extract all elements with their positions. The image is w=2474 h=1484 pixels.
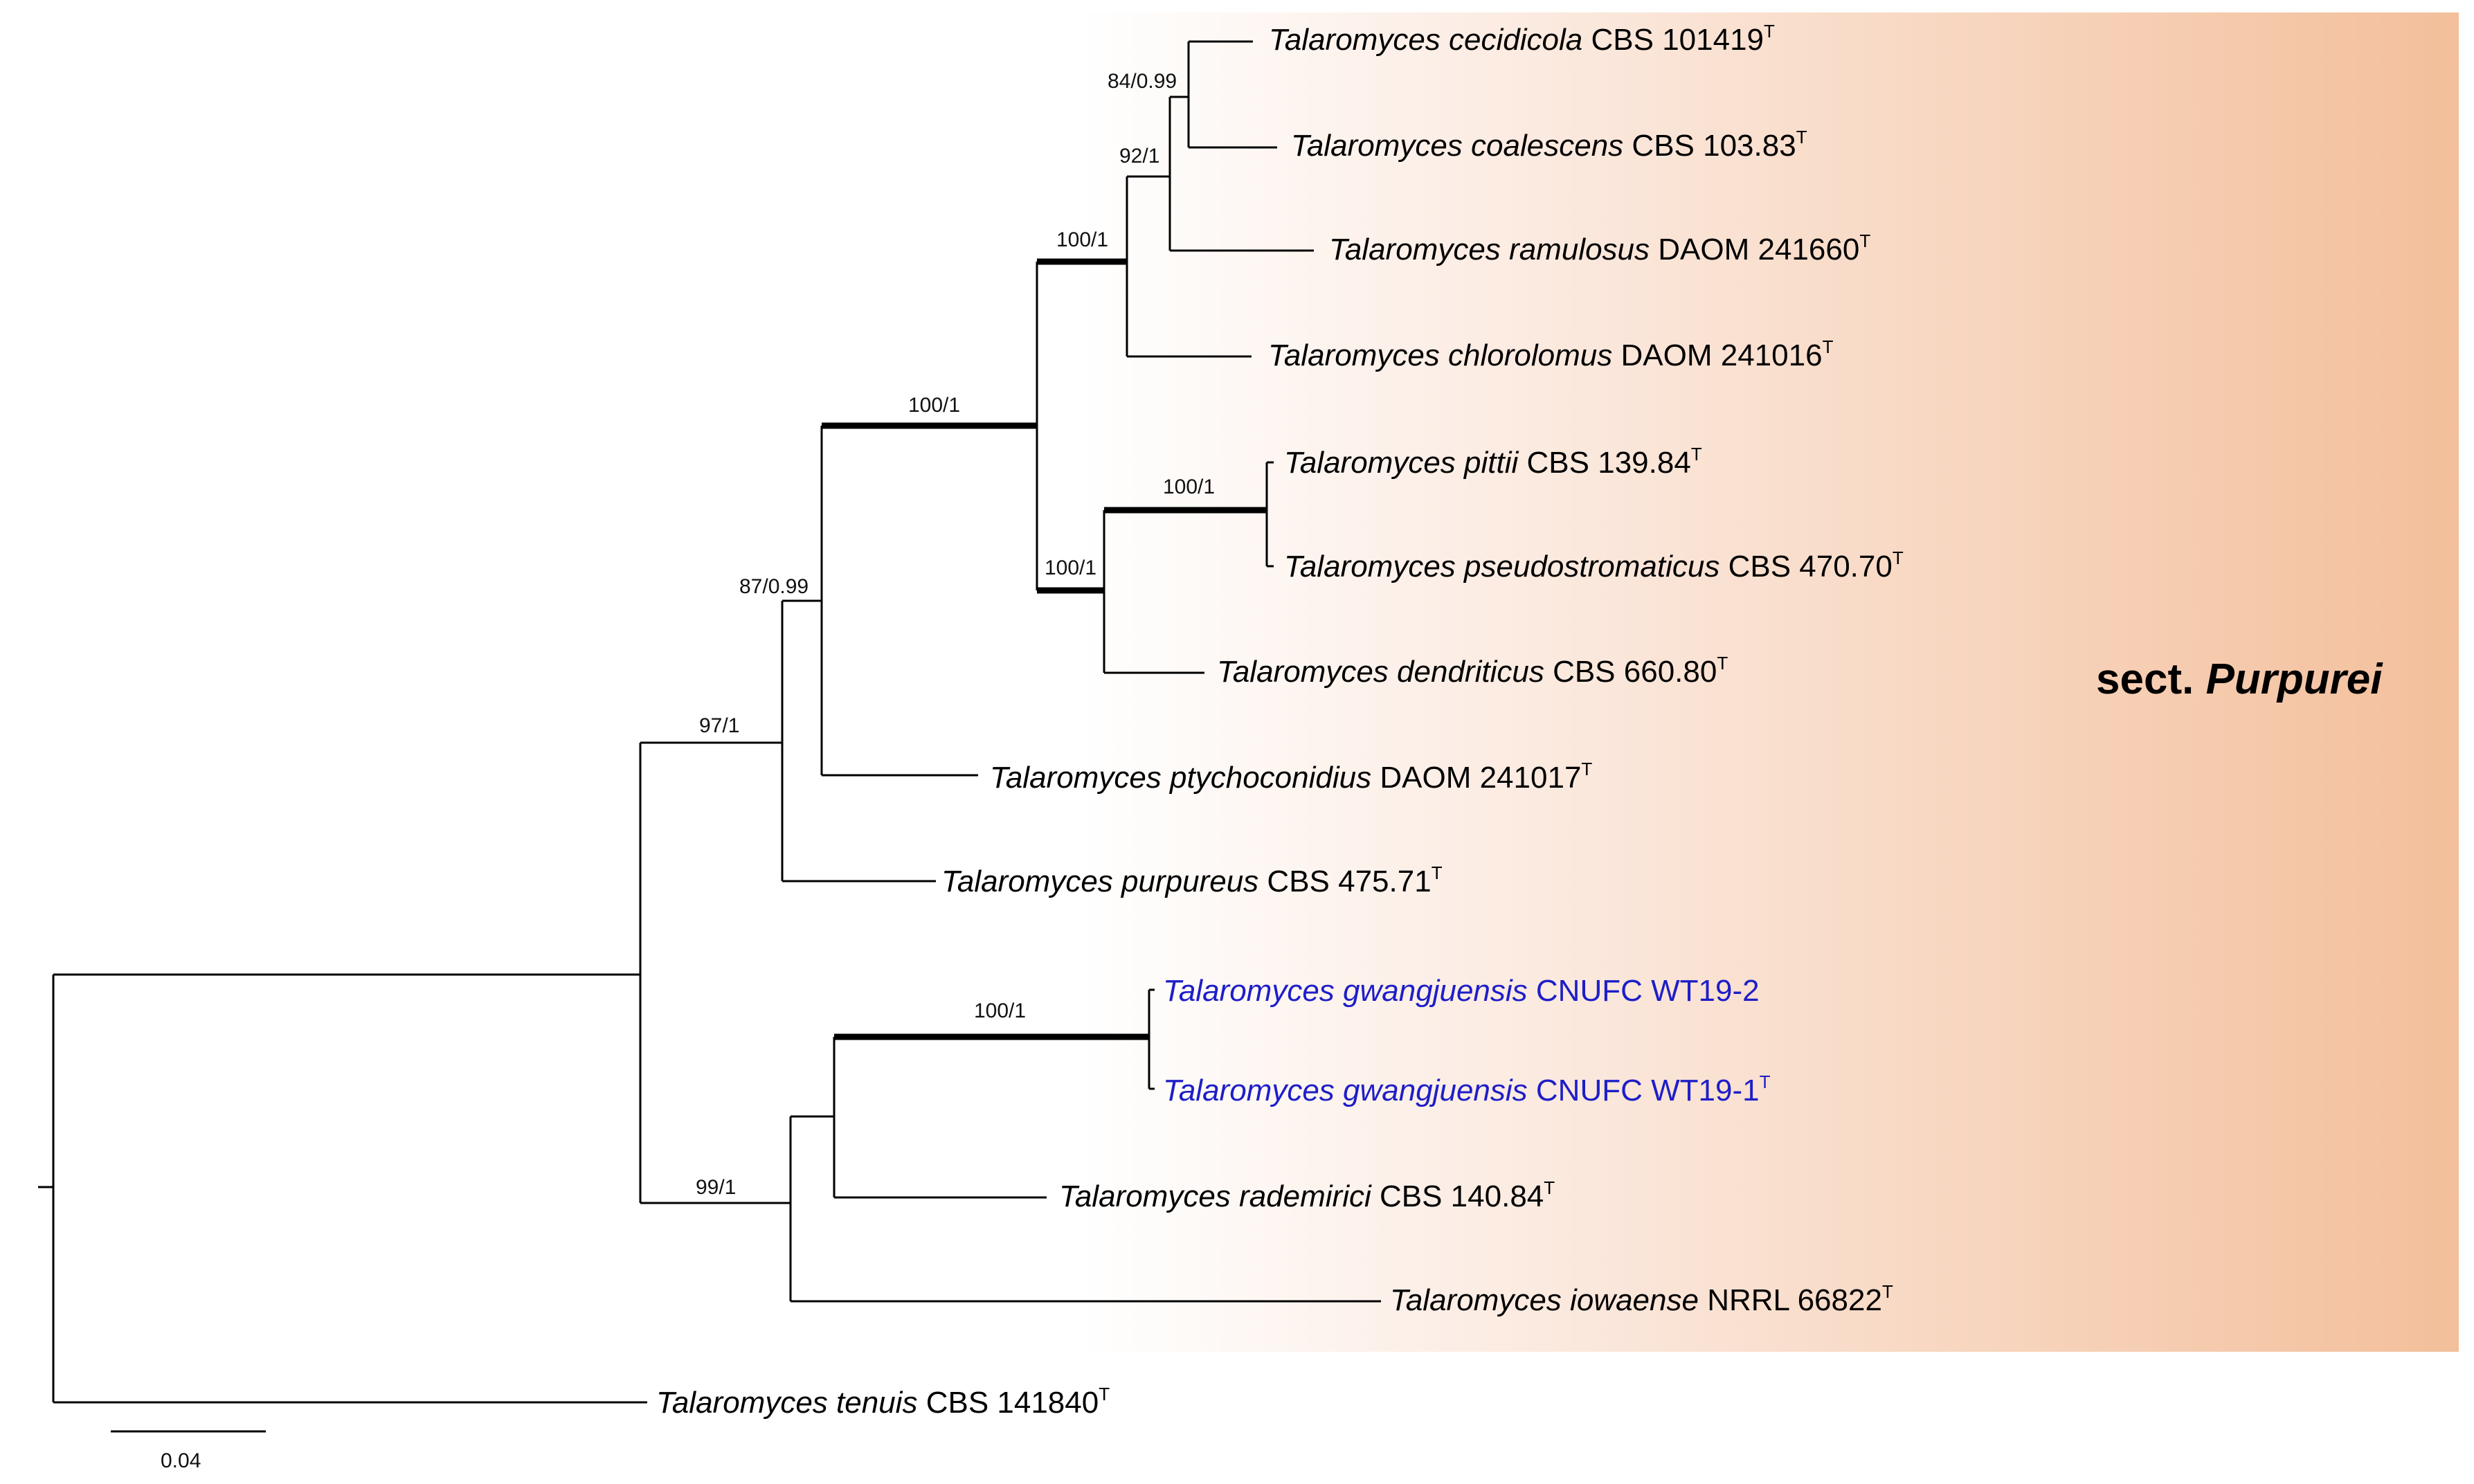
section-highlight xyxy=(1080,12,2459,1352)
support-label: 100/1 xyxy=(1056,228,1108,251)
taxon-label: Talaromyces chlorolomus DAOM 241016T xyxy=(1268,336,1834,372)
taxon-label: Talaromyces tenuis CBS 141840T xyxy=(656,1384,1110,1420)
support-label: 100/1 xyxy=(908,394,960,417)
taxon-label: Talaromyces purpureus CBS 475.71T xyxy=(941,862,1443,898)
taxon-label: Talaromyces ptychoconidius DAOM 241017T xyxy=(990,759,1592,795)
support-label: 92/1 xyxy=(1119,145,1159,168)
taxon-label: Talaromyces dendriticus CBS 660.80T xyxy=(1217,653,1728,689)
taxon-label: Talaromyces coalescens CBS 103.83T xyxy=(1291,127,1807,163)
support-label: 97/1 xyxy=(699,714,739,737)
support-label: 99/1 xyxy=(696,1176,736,1199)
taxon-label: Talaromyces cecidicola CBS 101419T xyxy=(1269,21,1775,57)
taxon-label: Talaromyces rademirici CBS 140.84T xyxy=(1059,1177,1555,1213)
taxon-label: Talaromyces pittii CBS 139.84T xyxy=(1284,444,1702,480)
support-label: 87/0.99 xyxy=(739,575,809,598)
taxon-labels: Talaromyces cecidicola CBS 101419T Talar… xyxy=(656,21,1904,1420)
support-values: 84/0.99 92/1 100/1 100/1 100/1 100/1 87/… xyxy=(696,70,1215,1199)
support-label: 100/1 xyxy=(1163,476,1215,498)
taxon-label: Talaromyces pseudostromaticus CBS 470.70… xyxy=(1284,548,1904,583)
taxon-label-new: Talaromyces gwangjuensis CNUFC WT19-1T xyxy=(1163,1071,1771,1107)
supported-branches xyxy=(822,258,1267,1040)
taxon-label: Talaromyces iowaense NRRL 66822T xyxy=(1390,1281,1893,1317)
support-label: 100/1 xyxy=(974,999,1026,1022)
taxon-label: Talaromyces ramulosus DAOM 241660T xyxy=(1329,230,1870,266)
support-label: 84/0.99 xyxy=(1108,70,1177,93)
section-label: sect. Purpurei xyxy=(2096,655,2383,703)
taxon-label-new: Talaromyces gwangjuensis CNUFC WT19-2 xyxy=(1163,974,1760,1008)
scale-bar-label: 0.04 xyxy=(161,1449,201,1472)
support-label: 100/1 xyxy=(1045,556,1096,579)
